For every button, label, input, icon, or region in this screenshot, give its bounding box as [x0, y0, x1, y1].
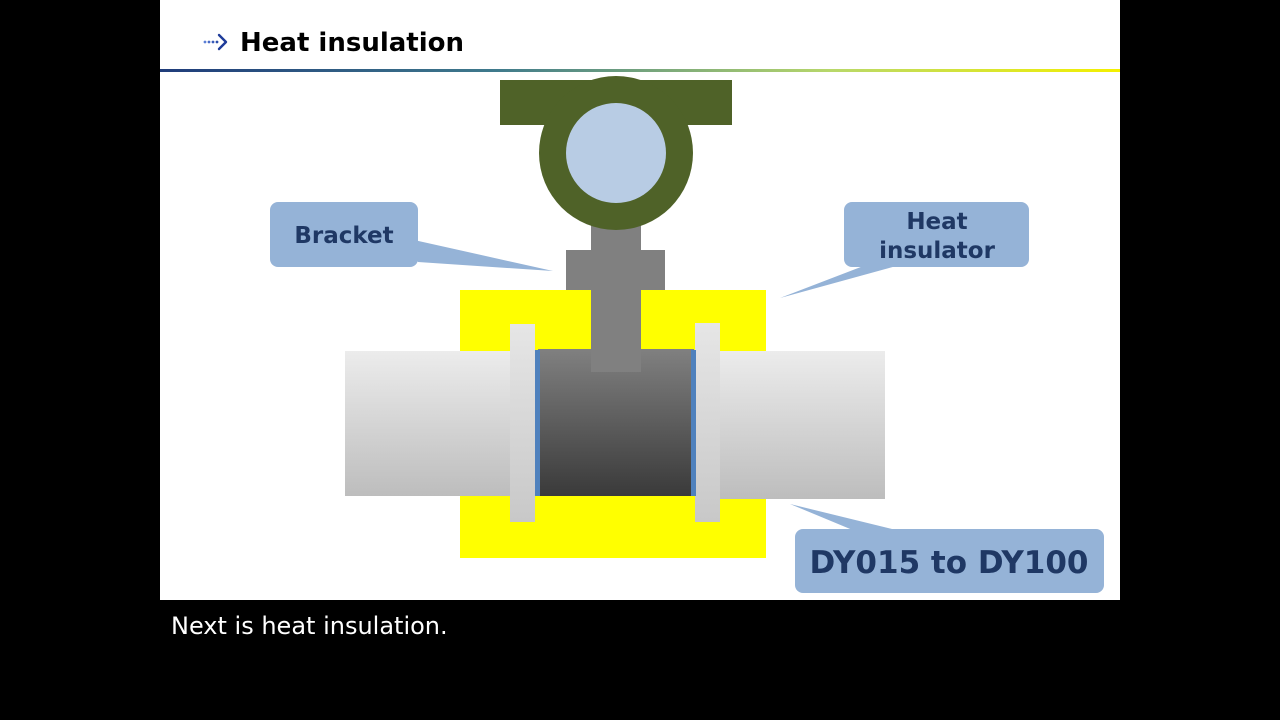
pipe-left: [345, 351, 512, 496]
gasket-right: [691, 350, 696, 496]
callout-heat-insulator: Heat insulator: [780, 202, 1029, 298]
callout-model-range: DY015 to DY100: [790, 504, 1104, 593]
dotted-arrow-icon: [203, 33, 228, 51]
flowmeter-insulation-diagram: Bracket Heat insulator DY015 to DY100: [270, 76, 1104, 593]
callout-bracket-label: Bracket: [294, 223, 393, 249]
slide: Heat insulation: [160, 0, 1120, 600]
flange-left: [510, 324, 535, 522]
callout-bracket: Bracket: [270, 202, 553, 271]
flange-right: [695, 323, 720, 522]
gasket-left: [535, 350, 540, 496]
title-divider: [160, 69, 1120, 72]
converter-window: [566, 103, 666, 203]
pipe-right: [717, 351, 885, 499]
bracket-stem: [591, 220, 641, 372]
slide-title: Heat insulation: [240, 28, 464, 58]
flowtube-body: [538, 349, 694, 496]
callout-heat-insulator-label-line2: insulator: [879, 238, 996, 264]
callout-model-range-label: DY015 to DY100: [810, 545, 1089, 581]
video-caption: Next is heat insulation.: [171, 612, 448, 640]
callout-heat-insulator-label-line1: Heat: [906, 209, 967, 235]
